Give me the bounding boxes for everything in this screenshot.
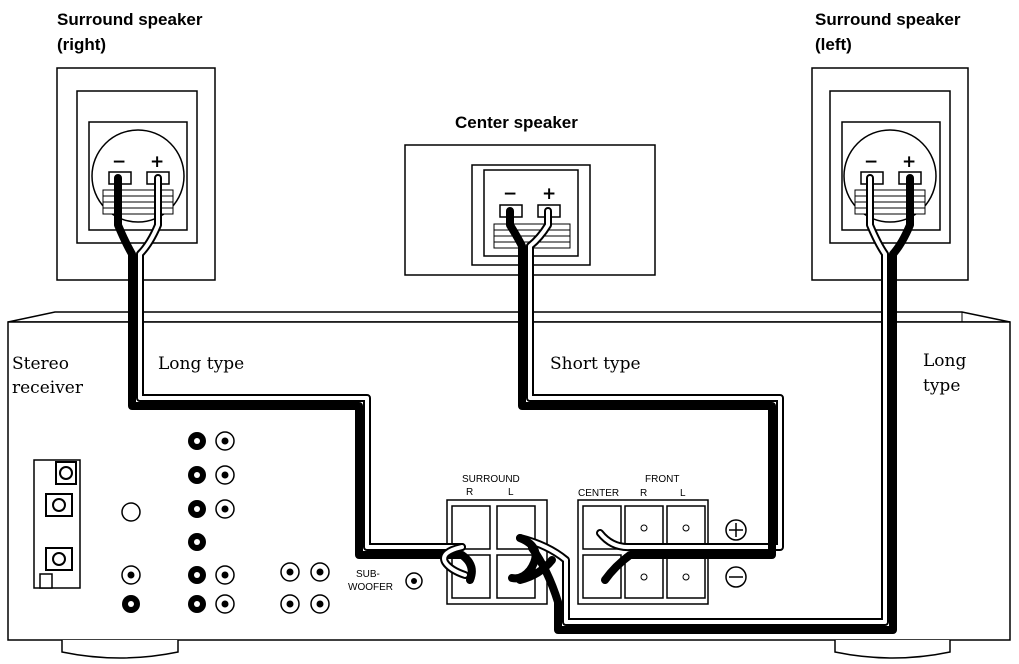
- antenna-terminal-block: [33, 459, 81, 589]
- long-type-left-label: Long type: [158, 354, 244, 374]
- long-type-right-line1: Long: [923, 351, 966, 371]
- rca-jacks: [121, 431, 423, 614]
- long-type-right-line2: type: [923, 376, 960, 396]
- surround-left-plus: +: [902, 152, 916, 172]
- subwoofer-label-line2: WOOFER: [348, 582, 393, 593]
- surround-left-title: Surround speaker: [815, 10, 961, 29]
- center-terminal-label: CENTER: [578, 488, 619, 499]
- surround-speaker-right: [56, 67, 216, 281]
- surround-right-title: Surround speaker: [57, 10, 203, 29]
- receiver-label-line1: Stereo: [12, 354, 69, 374]
- surround-r-label: R: [466, 487, 473, 498]
- surround-l-label: L: [508, 487, 514, 498]
- surround-left-subtitle: (left): [815, 35, 852, 54]
- front-terminal-label: FRONT: [645, 474, 679, 485]
- surround-right-subtitle: (right): [57, 35, 106, 54]
- center-speaker-title: Center speaker: [455, 113, 578, 132]
- subwoofer-label-line1: SUB-: [356, 569, 380, 580]
- surround-left-minus: −: [864, 152, 878, 172]
- surround-right-minus: −: [112, 152, 126, 172]
- surround-right-plus: +: [150, 152, 164, 172]
- center-minus: −: [503, 184, 517, 204]
- front-l-label: L: [680, 488, 686, 499]
- surround-terminal-label: SURROUND: [462, 474, 520, 485]
- receiver-label-line2: receiver: [12, 378, 84, 398]
- front-r-label: R: [640, 488, 647, 499]
- speaker-cables: [114, 174, 914, 634]
- center-plus: +: [542, 184, 556, 204]
- short-type-label: Short type: [550, 354, 641, 374]
- surround-speaker-left: [811, 67, 969, 281]
